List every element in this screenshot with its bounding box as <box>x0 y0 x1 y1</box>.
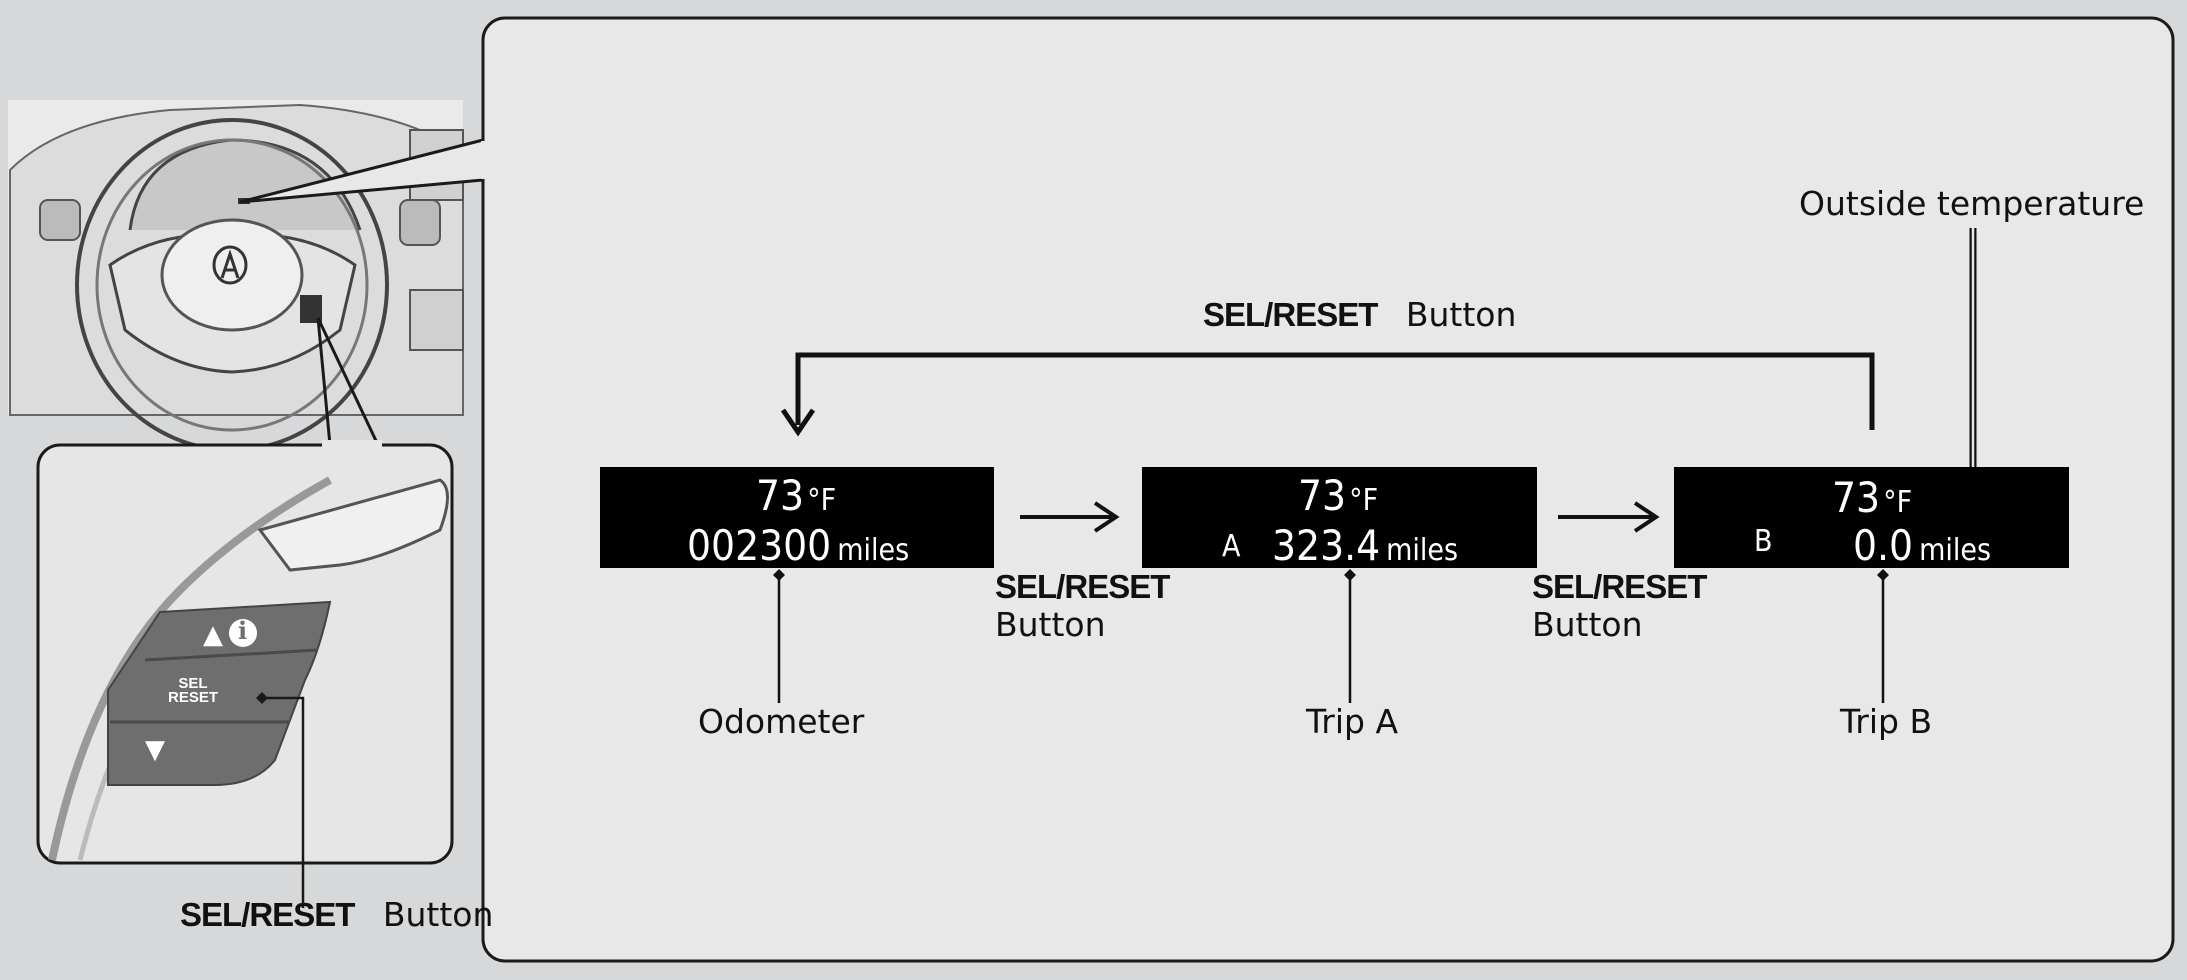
odometer-value: 002300 <box>687 521 832 570</box>
display-trip-b-temp: 73°F <box>1832 473 1912 522</box>
arrow-1-label-regular: Button <box>995 605 1106 644</box>
trip-a-value: 323.4 <box>1272 521 1381 570</box>
caption-odometer: Odometer <box>698 702 865 741</box>
callout-wedge <box>239 138 484 204</box>
trip-b-value: 0.0 <box>1853 521 1914 570</box>
arrow-2-label-regular: Button <box>1532 605 1643 644</box>
info-icon: i <box>238 616 248 645</box>
loop-label-regular: Button <box>1405 295 1517 334</box>
odometer-temp-value: 73 <box>756 471 805 520</box>
trip-b-miles: miles <box>1919 533 1992 568</box>
arrow-1-label-bold: SEL/RESET <box>995 568 1170 605</box>
steering-wheel-illustration <box>8 100 464 452</box>
arrow-2-label: SEL/RESET Button <box>1532 568 1707 644</box>
trip-a-temp-unit: °F <box>1349 483 1379 518</box>
up-arrow-icon: ▲ <box>203 620 223 650</box>
sel-pad-line: SEL <box>178 675 208 692</box>
display-trip-a-temp: 73°F <box>1298 471 1378 520</box>
trip-a-temp-value: 73 <box>1298 471 1347 520</box>
left-caption-bold: SEL/RESET <box>180 896 355 933</box>
loop-sel-reset-label: SEL/RESET Button <box>1203 295 1516 334</box>
odometer-miles: miles <box>837 533 910 568</box>
arrow-1-label: SEL/RESET Button <box>995 568 1170 644</box>
caption-outside-temperature: Outside temperature <box>1799 184 2145 223</box>
caption-trip-a: Trip A <box>1306 702 1399 741</box>
display-odometer-temp: 73°F <box>756 471 836 520</box>
trip-b-prefix: B <box>1754 524 1773 559</box>
left-caption-regular: Button <box>382 895 494 934</box>
inset-leader <box>316 317 380 446</box>
switch-detail-illustration <box>48 476 449 908</box>
arrow-2-label-bold: SEL/RESET <box>1532 568 1707 605</box>
trip-b-temp-unit: °F <box>1883 485 1913 520</box>
loop-arrow <box>795 352 1875 430</box>
loop-label-bold: SEL/RESET <box>1203 296 1378 333</box>
down-arrow-icon: ▼ <box>145 735 165 765</box>
trip-a-prefix: A <box>1222 529 1241 564</box>
sel-reset-pad-label: SEL RESET <box>166 675 220 706</box>
odometer-temp-unit: °F <box>807 483 837 518</box>
trip-a-miles: miles <box>1386 533 1459 568</box>
reset-pad-line: RESET <box>167 689 218 706</box>
trip-b-temp-value: 73 <box>1832 473 1881 522</box>
left-sel-reset-caption: SEL/RESET Button <box>180 895 493 934</box>
caption-trip-b: Trip B <box>1840 702 1933 741</box>
